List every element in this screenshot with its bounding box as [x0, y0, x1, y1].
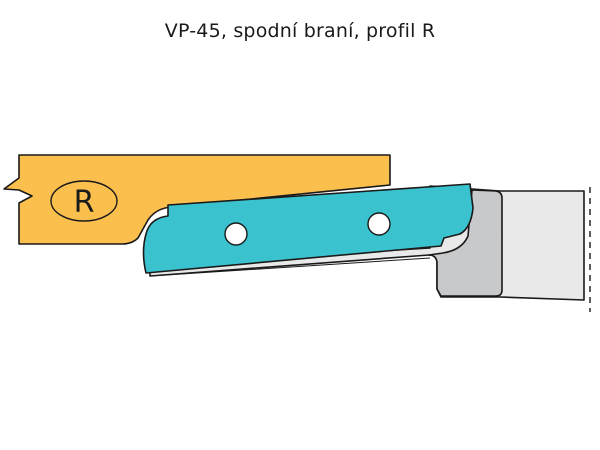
cutter-head-jaw-icon — [428, 189, 503, 297]
profile-letter-label: R — [74, 185, 95, 220]
profile-knife — [142, 183, 474, 274]
cutter-head — [149, 185, 591, 312]
knife-mounting-hole-right — [367, 212, 391, 236]
knife-mounting-hole-left — [224, 222, 248, 246]
profile-letter-outline — [50, 180, 118, 222]
cutter-head-bottom-edge — [149, 257, 431, 277]
diagram-title: VP-45, spodní braní, profil R — [164, 20, 436, 42]
profile-knife-blade-icon — [142, 183, 474, 274]
